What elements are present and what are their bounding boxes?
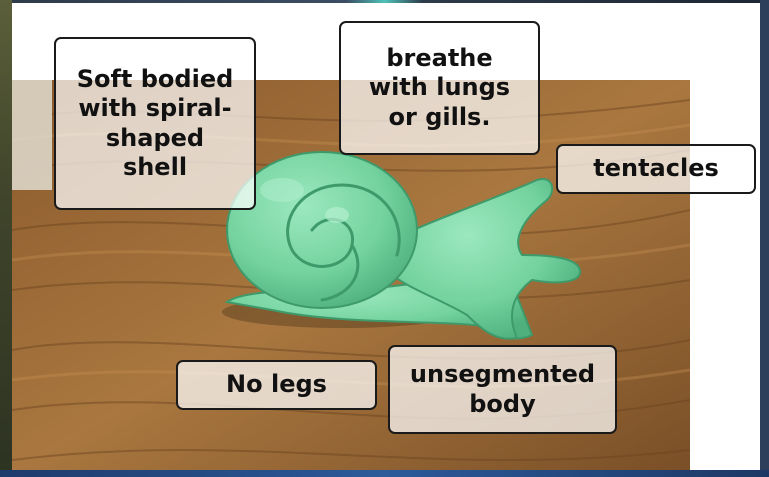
label-breathe-line-1: breathe bbox=[386, 44, 492, 73]
label-soft-bodied-line-1: Soft bodied bbox=[77, 65, 234, 94]
label-breathe-line-3: or gills. bbox=[389, 103, 491, 132]
left-border bbox=[0, 0, 12, 477]
label-soft-bodied: Soft bodied with spiral- shaped shell bbox=[54, 37, 256, 210]
label-tentacles: tentacles bbox=[556, 144, 756, 194]
bottom-border bbox=[0, 470, 769, 477]
label-tentacles-text: tentacles bbox=[593, 154, 719, 183]
label-unsegmented-body: unsegmented body bbox=[388, 345, 617, 434]
right-border bbox=[760, 0, 769, 477]
label-soft-bodied-line-2: with spiral- bbox=[78, 94, 231, 123]
label-breathe: breathe with lungs or gills. bbox=[339, 21, 540, 155]
top-border bbox=[0, 0, 769, 3]
label-unsegmented-line-1: unsegmented bbox=[410, 360, 595, 389]
label-unsegmented-line-2: body bbox=[469, 390, 536, 419]
label-no-legs-text: No legs bbox=[226, 370, 327, 399]
label-soft-bodied-line-3: shaped bbox=[106, 124, 204, 153]
label-no-legs: No legs bbox=[176, 360, 377, 410]
label-soft-bodied-line-4: shell bbox=[123, 153, 187, 182]
label-breathe-line-2: with lungs bbox=[369, 73, 510, 102]
